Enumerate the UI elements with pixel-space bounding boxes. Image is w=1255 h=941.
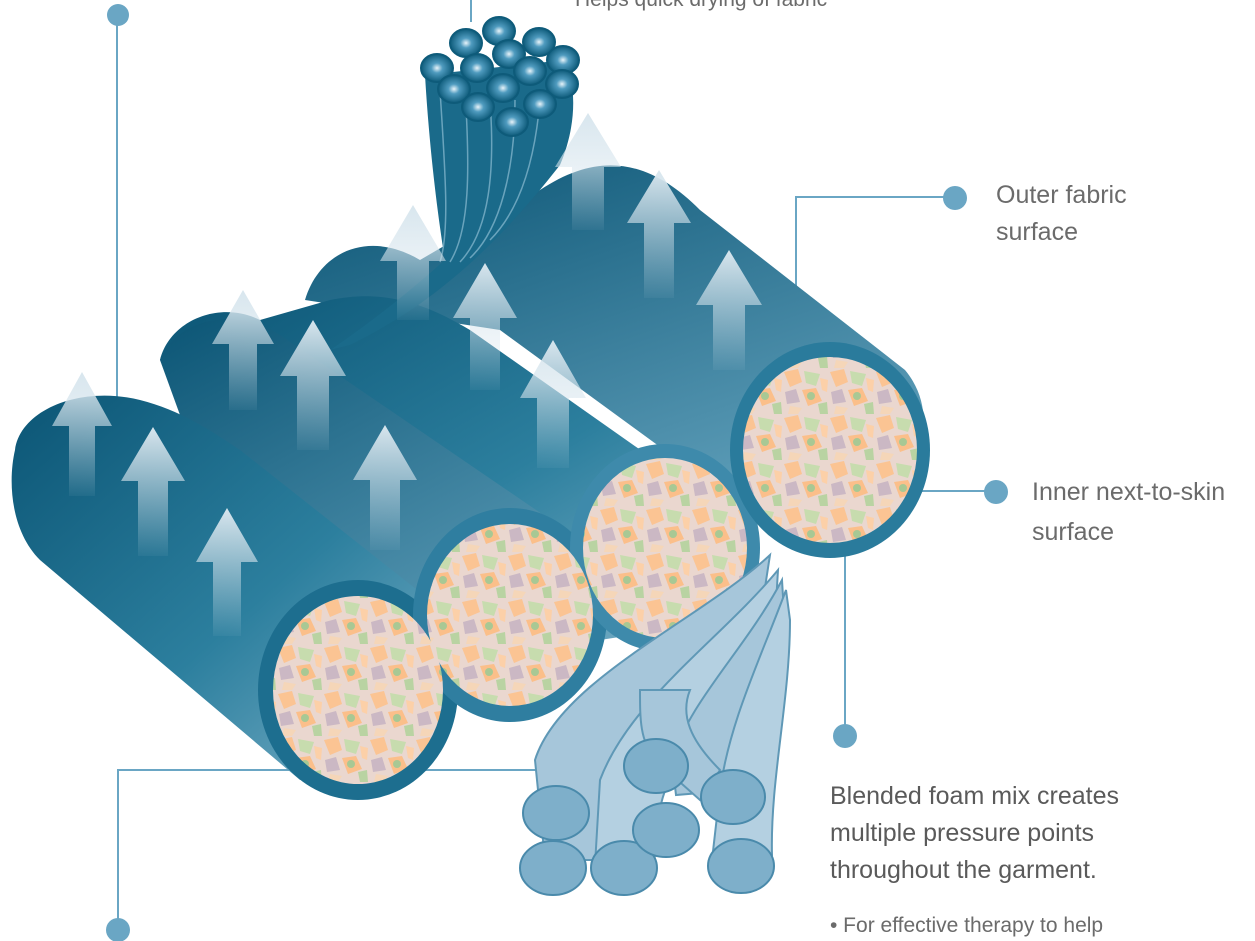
fabric-drying-caption: Helps quick drying of fabric [575,0,827,14]
inner-surface-label-line2: surface [1032,515,1114,550]
outer-fabric-label-line1: Outer fabric [996,178,1127,213]
foam-description-line1: Blended foam mix creates [830,778,1119,814]
foam-description-line3: throughout the garment. [830,852,1097,888]
foam-description-line2: multiple pressure points [830,815,1094,851]
therapy-bullet: • For effective therapy to help [830,912,1103,940]
outer-fabric-label-line2: surface [996,215,1078,250]
inner-surface-label-line1: Inner next-to-skin [1032,475,1225,510]
